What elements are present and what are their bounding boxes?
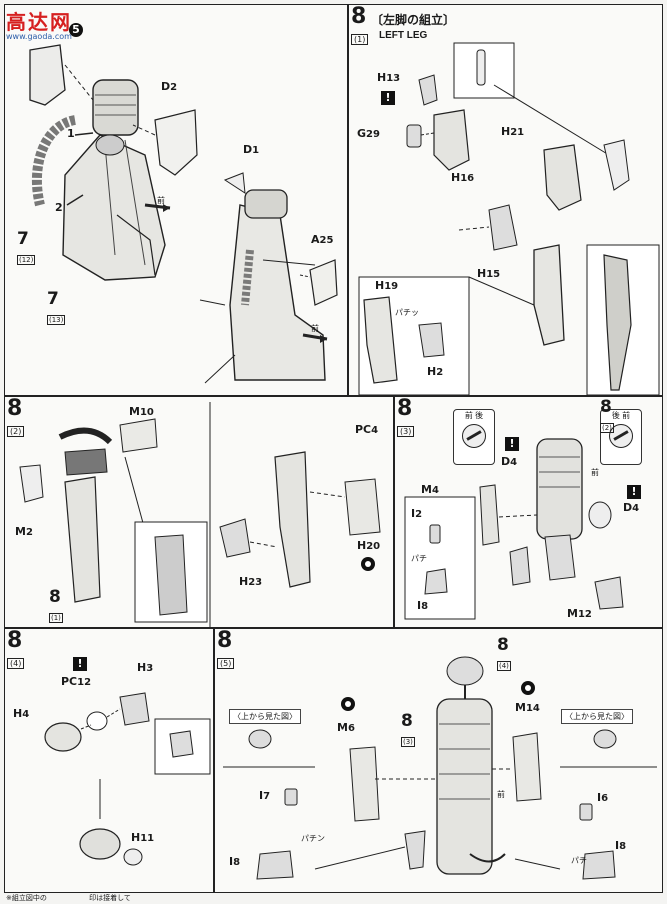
- footer-note: ※組立図中の 印は接着して: [0, 893, 667, 904]
- caution-icon: !: [381, 91, 395, 105]
- tip-icon: [341, 697, 355, 711]
- order-label-1: 1: [67, 127, 75, 140]
- step-reference-7-13: 7(13): [47, 289, 66, 325]
- ankle-joint-drawing: [44, 692, 211, 866]
- order-label-2: 2: [55, 201, 63, 214]
- snap-sound-label: パチッ: [395, 308, 419, 317]
- front-direction-label-2: 前: [311, 324, 319, 333]
- part-label-m10: M10: [129, 405, 154, 418]
- part-label-m12: M12: [567, 607, 592, 620]
- top-view-label-left: 〈上から見た図〉: [229, 709, 301, 724]
- front-direction-label: 前: [157, 196, 165, 205]
- part-label-g29: G29: [357, 127, 380, 140]
- part-label-h11: H11: [131, 831, 155, 844]
- dial-face-icon: [462, 424, 486, 448]
- orientation-dial-left: 前 後: [453, 409, 495, 465]
- part-label-h13: H13: [377, 71, 401, 84]
- step-reference-8-3: 8(3): [401, 711, 415, 747]
- tip-icon: [361, 557, 375, 571]
- panel-step8-5: 8 (5) 8(4) 8(3) 〈上から見た図〉 〈上から見た図〉 M6 M14…: [214, 628, 663, 893]
- left-leg-drawing: [358, 42, 660, 395]
- step-reference-8-1: 8(1): [49, 587, 63, 623]
- watermark-logo: 高达网 www.gaoda.com: [6, 6, 72, 41]
- step-number-8-2: 8 (2): [7, 398, 25, 438]
- part-label-h2: H2: [427, 365, 444, 378]
- leg-armor-drawing: [19, 402, 381, 627]
- snap-sound-label-2: パチ: [571, 856, 587, 865]
- step-reference-7-12: 7(12): [17, 229, 36, 265]
- watermark-text: 高达网: [6, 10, 72, 34]
- part-label-i7: I7: [259, 789, 271, 802]
- part-label-d1: D1: [243, 143, 260, 156]
- panel-step8-4: 8 (4) ! PC12 H3 H4 H11: [4, 628, 214, 893]
- part-label-i8-left: I8: [229, 855, 241, 868]
- orientation-dial-right: 後 前: [600, 409, 642, 465]
- part-label-i8: I8: [417, 599, 429, 612]
- part-label-d4-left: D4: [501, 455, 518, 468]
- part-label-m2: M2: [15, 525, 33, 538]
- footer-text: ※組立図中の: [6, 894, 47, 902]
- part-label-5: 5: [69, 23, 83, 37]
- part-label-h16: H16: [451, 171, 475, 184]
- snap-sound-label: パチン: [301, 834, 325, 843]
- tip-icon: [521, 681, 535, 695]
- footer-text-2: 印は接着して: [89, 894, 131, 902]
- part-label-m14: M14: [515, 701, 540, 714]
- step-number-8-4: 8 (4): [7, 630, 25, 670]
- part-label-h4: H4: [13, 707, 30, 720]
- part-label-h19: H19: [375, 279, 399, 292]
- part-label-pc12: PC12: [61, 675, 92, 688]
- panel-step8-1-left-leg: 8 (1) 〔左脚の組立〕 LEFT LEG H13 ! G29 H16 H21…: [348, 4, 663, 396]
- panel-step7-assembly: 5 D2 1 2 D1 A25 前 前 7(12) 7(13): [4, 4, 348, 396]
- section-title-left-leg-en: LEFT LEG: [379, 30, 428, 41]
- panel-step8-2: 8 (2) M10 M2 PC4 H20 H23 8(1): [4, 396, 394, 628]
- panel-step8-3: 8 (3) 前 後 後 前 8(2) ! D4 ! D4 前 M4 I2 パチ …: [394, 396, 663, 628]
- part-label-pc4: PC4: [355, 423, 379, 436]
- step-number-8-5: 8 (5): [217, 630, 235, 670]
- front-direction-label: 前: [497, 790, 505, 799]
- caution-icon: !: [505, 437, 519, 451]
- part-label-d2: D2: [161, 80, 178, 93]
- step-number-8-3: 8 (3): [397, 398, 415, 438]
- part-label-a25: A25: [311, 233, 334, 246]
- section-title-left-leg-jp: 〔左脚の組立〕: [371, 13, 456, 27]
- part-label-i8-right: I8: [615, 839, 627, 852]
- torso-assembly-drawing: [29, 44, 338, 384]
- part-label-d4-right: D4: [623, 501, 640, 514]
- caution-icon: !: [73, 657, 87, 671]
- front-direction-label: 前: [591, 468, 599, 477]
- caution-icon: !: [627, 485, 641, 499]
- knee-assembly-drawing: [404, 438, 624, 620]
- part-label-h15: H15: [477, 267, 501, 280]
- part-label-h3: H3: [137, 661, 154, 674]
- part-label-h23: H23: [239, 575, 263, 588]
- snap-sound-label: パチ: [411, 554, 427, 563]
- part-label-i6: I6: [597, 791, 609, 804]
- part-label-h20: H20: [357, 539, 381, 552]
- leg-final-assembly-drawing: [223, 656, 657, 880]
- step-reference-8-4: 8(4): [497, 635, 511, 671]
- step-reference-8-2: 8(2): [600, 397, 614, 433]
- part-label-h21: H21: [501, 125, 525, 138]
- part-label-m4: M4: [421, 483, 439, 496]
- part-label-m6: M6: [337, 721, 355, 734]
- watermark-url: www.gaoda.com: [6, 32, 72, 41]
- step-number-8-1: 8 (1): [351, 6, 369, 46]
- part-label-i2: I2: [411, 507, 423, 520]
- top-view-label-right: 〈上から見た図〉: [561, 709, 633, 724]
- part-number-5: 5: [69, 23, 83, 37]
